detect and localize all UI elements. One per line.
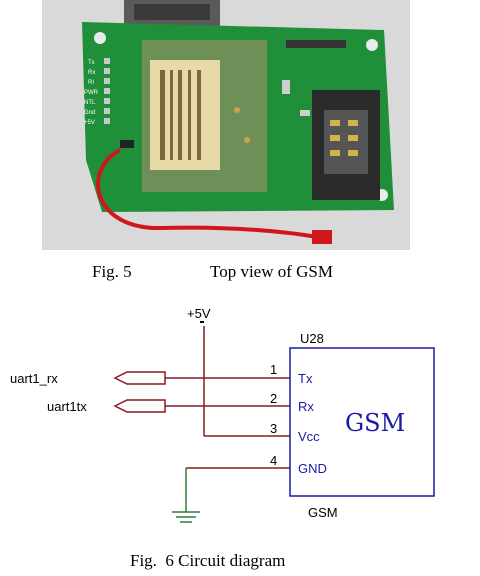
pin-label-rx: Rx (88, 70, 95, 76)
figure-5-number: Fig. 5 (92, 262, 132, 281)
pin-number-1: 1 (270, 362, 277, 377)
pin-number-2: 2 (270, 391, 277, 406)
pin-label-pwr: PWR (84, 90, 99, 96)
pin-name-gnd: GND (298, 461, 327, 476)
net-label-uart1-rx: uart1_rx (10, 371, 58, 386)
figure-6-caption: Fig. 6 Circuit diagram (130, 551, 286, 570)
pin-label-tx: Tx (88, 60, 95, 66)
pin-name-rx: Rx (298, 399, 314, 414)
pin-name-vcc: Vcc (298, 429, 320, 444)
module-name: GSM (345, 409, 405, 437)
circuit-diagram: +5V uart1_rx uart1tx 1 2 3 4 U28 Tx Rx V… (10, 306, 435, 523)
pin-label-ri: RI (88, 80, 94, 86)
figure-5-title: Top view of GSM (210, 262, 334, 281)
power-label: +5V (187, 306, 211, 321)
pin-label-ntl: NTL (84, 100, 96, 106)
gsm-board-photo: Tx Rx RI PWR NTL Gnd +5V (42, 0, 410, 250)
gsm-module-box (289, 347, 435, 497)
module-value-label: GSM (308, 505, 338, 520)
net-label-uart1tx: uart1tx (47, 399, 87, 414)
port-symbol-rx (113, 371, 166, 385)
component-designator: U28 (300, 331, 324, 346)
pin-label-gnd: Gnd (84, 110, 95, 116)
port-symbol-tx (113, 399, 166, 413)
pin-label-5v: +5V (84, 120, 95, 126)
pin-number-4: 4 (270, 453, 277, 468)
ground-symbol (172, 511, 200, 523)
pin-number-3: 3 (270, 421, 277, 436)
pin-name-tx: Tx (298, 371, 313, 386)
antenna-wire (96, 148, 323, 240)
